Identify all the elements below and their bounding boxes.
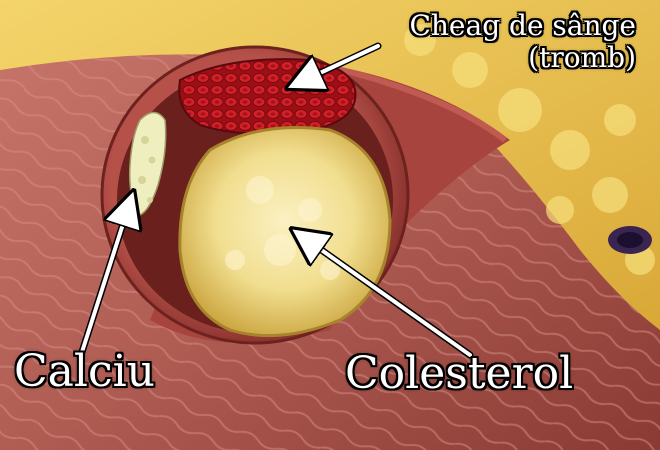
blood-clot-label: Cheag de sânge (tromb) — [409, 9, 636, 75]
blood-clot-label-line2: (tromb) — [528, 41, 636, 75]
fat-tissue — [0, 0, 660, 330]
blood-clot-label-line1: Cheag de sânge — [409, 9, 636, 42]
cholesterol-label: Colesterol — [345, 348, 574, 399]
cholesterol-plaque — [178, 126, 392, 338]
calcium-label: Calciu — [14, 346, 156, 397]
